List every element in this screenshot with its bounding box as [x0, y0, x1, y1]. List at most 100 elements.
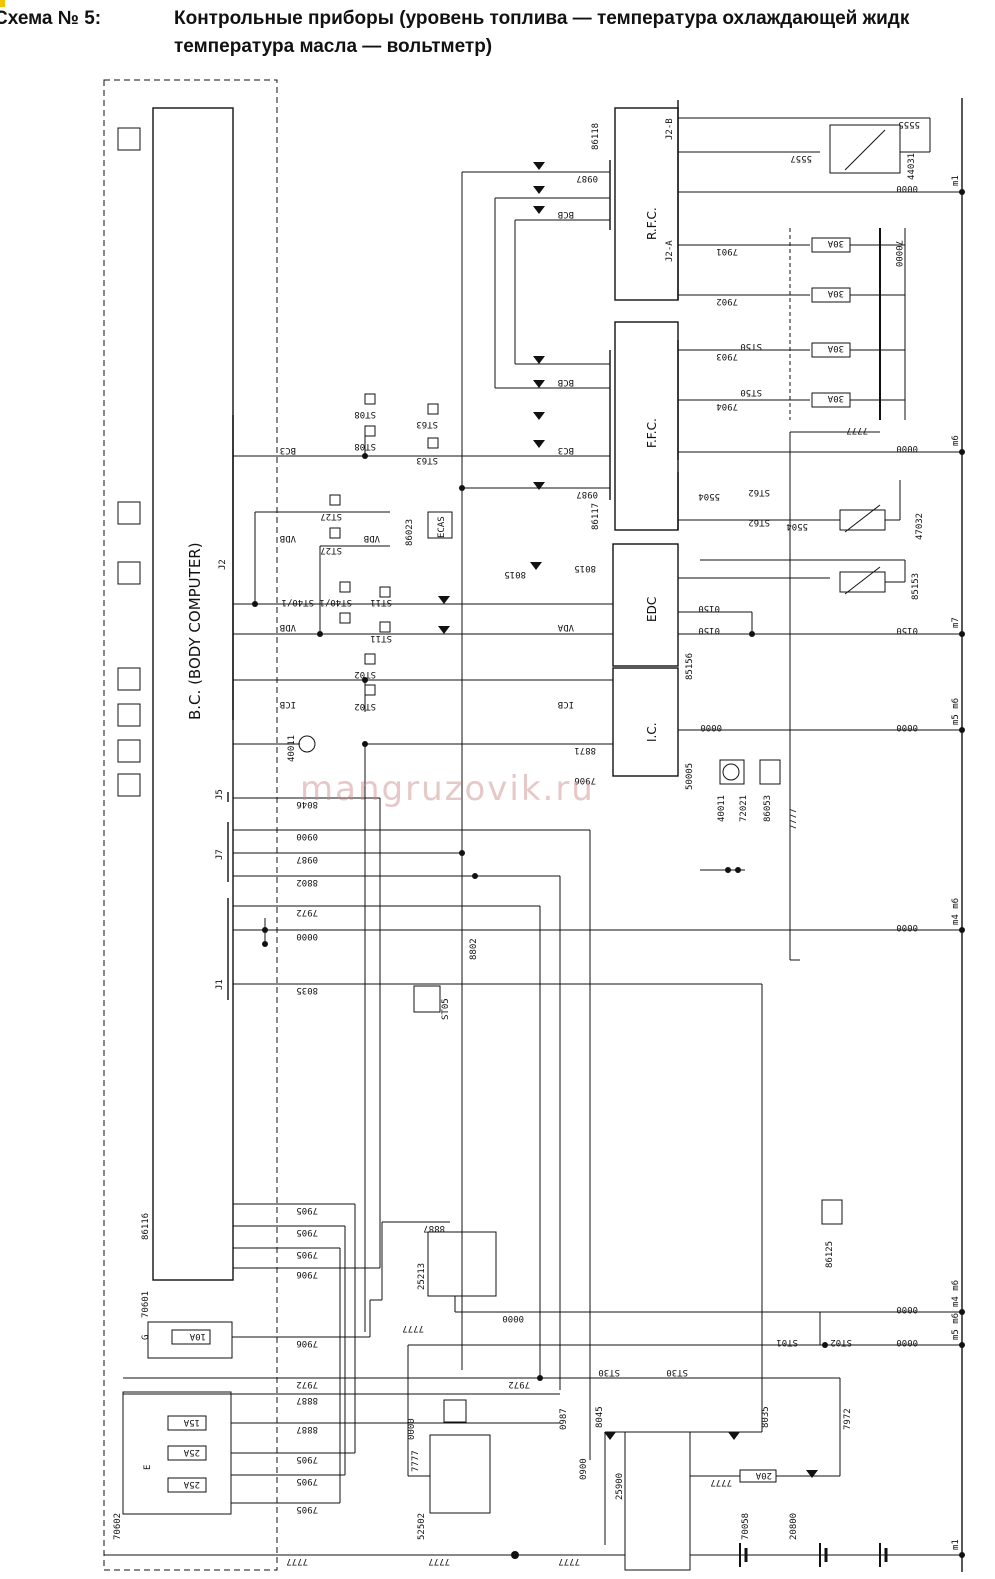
edc-label: EDC — [645, 597, 659, 622]
wire-0900: 0900 — [296, 831, 318, 841]
fuse-70058-rating: 20A — [755, 1470, 772, 1480]
code-vdb-b: VDB — [364, 533, 380, 543]
body-computer-code: 86116 — [141, 1213, 151, 1240]
wire-7905-c: 7905 — [296, 1249, 318, 1259]
wire-7906-b: 7906 — [296, 1269, 318, 1279]
wire-7906-c: 7906 — [296, 1338, 318, 1348]
fuse-box-70602-letter: E — [143, 1465, 153, 1470]
code-st02-b: ST02 — [354, 701, 376, 711]
code-st401-a: ST40/1 — [281, 597, 314, 607]
fuse-70000-rating-2: 30A — [827, 288, 844, 298]
wire-0150-a: 0150 — [896, 625, 918, 635]
code-st62-a: ST62 — [748, 487, 770, 497]
sensor-47032-code: 47032 — [915, 513, 925, 540]
wire-0000-g: 0000 — [700, 722, 722, 732]
code-bcb-b: BCB — [558, 377, 574, 387]
code-icb-b: ICB — [558, 699, 574, 709]
ground-m1-bottom: m1 — [951, 1539, 961, 1550]
wire-7777-e: 7777 — [558, 1556, 580, 1566]
diagram-title-line2: температура масла — вольтметр) — [174, 36, 493, 57]
diag-72021-code: 72021 — [739, 795, 749, 822]
ic-code: 50005 — [685, 763, 695, 790]
wire-7901: 7901 — [716, 246, 738, 256]
j5-label: J5 — [215, 789, 225, 800]
conn-86023-code: 86023 — [405, 519, 415, 546]
j2-label: J2 — [218, 559, 228, 570]
edc-code: 85156 — [685, 653, 695, 680]
code-st01: ST01 — [776, 1337, 798, 1347]
ground-m7: m7 — [951, 617, 961, 628]
wire-8871: 8871 — [574, 745, 596, 755]
diag-86125-code: 86125 — [825, 1241, 835, 1268]
code-st02-c: ST02 — [830, 1337, 852, 1347]
rfc-label: R.F.C. — [645, 207, 659, 240]
code-st30-b: ST30 — [666, 1367, 688, 1377]
wire-8035-a: 8035 — [296, 985, 318, 995]
code-bcb-a: BCB — [558, 209, 574, 219]
fuse-f2-rating: 25A — [183, 1447, 200, 1457]
wire-7777-c: 7777 — [286, 1556, 308, 1566]
code-st02-a: ST02 — [354, 669, 376, 679]
fuse-70000-rating-1: 30A — [827, 238, 844, 248]
code-st27-b: ST27 — [320, 545, 342, 555]
wire-7777-d: 7777 — [428, 1556, 450, 1566]
ffc-label: F.F.C. — [645, 418, 659, 448]
code-st30-a: ST30 — [598, 1367, 620, 1377]
ground-m4m6-a: m4 m6 — [951, 898, 961, 925]
fuse-f1-rating: 15A — [183, 1417, 200, 1427]
wire-0000-h: 0000 — [296, 931, 318, 941]
diagram-title-line1: Контрольные приборы (уровень топлива — т… — [174, 8, 910, 29]
wire-0000-c: 0000 — [896, 722, 918, 732]
wire-0000-b: 0000 — [896, 443, 918, 453]
wire-8887-a: 8887 — [296, 1395, 318, 1405]
wire-7903: 7903 — [716, 351, 738, 361]
wire-8035-b: 8035 — [761, 1406, 771, 1428]
code-icb-a: ICB — [280, 699, 296, 709]
wire-8046: 8046 — [296, 799, 318, 809]
fuse-block-70000-code: 70000 — [893, 240, 903, 267]
edc-module-box — [612, 543, 679, 667]
code-st50: ST50 — [740, 341, 762, 351]
wire-5557: 5557 — [790, 153, 812, 163]
wire-7904: 7904 — [716, 401, 738, 411]
code-st150: ST50 — [740, 387, 762, 397]
wire-7777-h: 7777 — [411, 1450, 421, 1472]
fuse-70601-letter: G — [141, 1335, 151, 1340]
wire-5504-a: 5504 — [786, 521, 808, 531]
indicator-icon-box — [117, 127, 141, 151]
code-st63-b: ST63 — [416, 455, 438, 465]
wire-7972-c: 7972 — [508, 1379, 530, 1389]
wire-5555: 5555 — [898, 119, 920, 129]
wire-7905-b: 7905 — [296, 1227, 318, 1237]
wire-8887-b: 8887 — [296, 1424, 318, 1434]
code-bc3-b: BC3 — [558, 445, 574, 455]
fuse-f3-rating: 25A — [183, 1479, 200, 1489]
fuse-70000-rating-3: 30A — [827, 343, 844, 353]
wire-7905-d: 7905 — [296, 1454, 318, 1464]
ground-m1-top: m1 — [951, 175, 961, 186]
wire-7972-b: 7972 — [296, 1379, 318, 1389]
wire-7777-f: 7777 — [710, 1477, 732, 1487]
code-st401-b: ST40/1 — [319, 597, 352, 607]
wire-5504-b: 5504 — [698, 491, 720, 501]
wire-0150-c: 0150 — [698, 603, 720, 613]
wire-0987-a: 0987 — [576, 173, 598, 183]
fuse-70000-rating-4: 30A — [827, 393, 844, 403]
wire-7777-a: 7777 — [846, 425, 868, 435]
diag-86053-code: 86053 — [763, 795, 773, 822]
ground-m5m6-a: m5 m6 — [951, 698, 961, 725]
code-st62-b: ST62 — [748, 517, 770, 527]
wire-0000-e: 0000 — [896, 1304, 918, 1314]
j1-label: J1 — [215, 979, 225, 990]
wire-0987-d: 0987 — [559, 1408, 569, 1430]
j2b-label: J2-B — [665, 118, 675, 140]
scheme-number: Схема № 5: — [0, 8, 102, 29]
code-st08-a: ST08 — [354, 409, 376, 419]
fuse-f4-rating: 10A — [189, 1331, 206, 1341]
wire-7905-f: 7905 — [296, 1504, 318, 1514]
relay-25213-code: 25213 — [417, 1263, 427, 1290]
sensor-44031-code: 44031 — [907, 153, 917, 180]
wire-0000-f: 0000 — [896, 1337, 918, 1347]
rfc-code: 86118 — [591, 123, 601, 150]
